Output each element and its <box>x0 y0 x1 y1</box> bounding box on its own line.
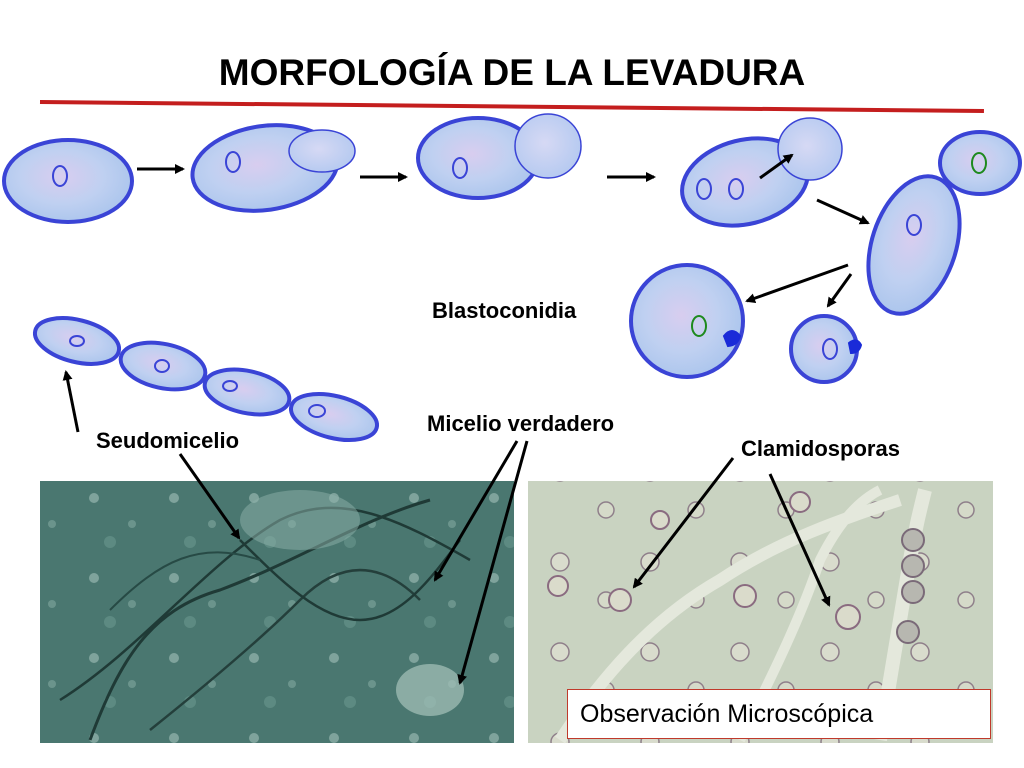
nucleus <box>696 178 712 200</box>
arrow <box>457 440 529 685</box>
label-clamidosporas: Clamidosporas <box>741 436 900 461</box>
label-micelio-verdadero: Micelio verdadero <box>427 411 615 436</box>
budding-stage-1 <box>2 138 134 224</box>
nucleus <box>452 157 468 179</box>
arrow <box>632 457 735 589</box>
nucleus <box>225 151 241 173</box>
blastoconidia-cell-small <box>789 314 863 384</box>
arrow <box>745 263 849 304</box>
nucleus <box>728 178 744 200</box>
blastoconidia-cell-large <box>629 263 745 379</box>
arrow <box>62 370 80 433</box>
nucleus <box>52 165 68 187</box>
budding-stage-4 <box>680 117 843 228</box>
arrow <box>178 453 241 540</box>
budding-stage-3 <box>416 113 582 200</box>
arrow <box>433 440 519 582</box>
label-seudomicelio: Seudomicelio <box>96 428 240 453</box>
nucleus <box>691 315 707 337</box>
micrograph-pseudomycelium <box>40 481 514 743</box>
caption-box: Observación Microscópica <box>567 689 991 739</box>
nucleus <box>822 338 838 360</box>
arrow <box>826 273 853 308</box>
arrow <box>759 153 794 180</box>
arrow <box>768 473 831 607</box>
budding-stage-2 <box>190 123 356 213</box>
pseudomycelium-chain <box>32 316 379 442</box>
nucleus <box>906 214 922 236</box>
nucleus <box>971 152 987 174</box>
arrow <box>816 198 870 225</box>
page-title: MORFOLOGÍA DE LA LEVADURA <box>218 52 806 93</box>
budding-stage-5 <box>866 130 1022 316</box>
label-blastoconidia: Blastoconidia <box>432 298 577 323</box>
